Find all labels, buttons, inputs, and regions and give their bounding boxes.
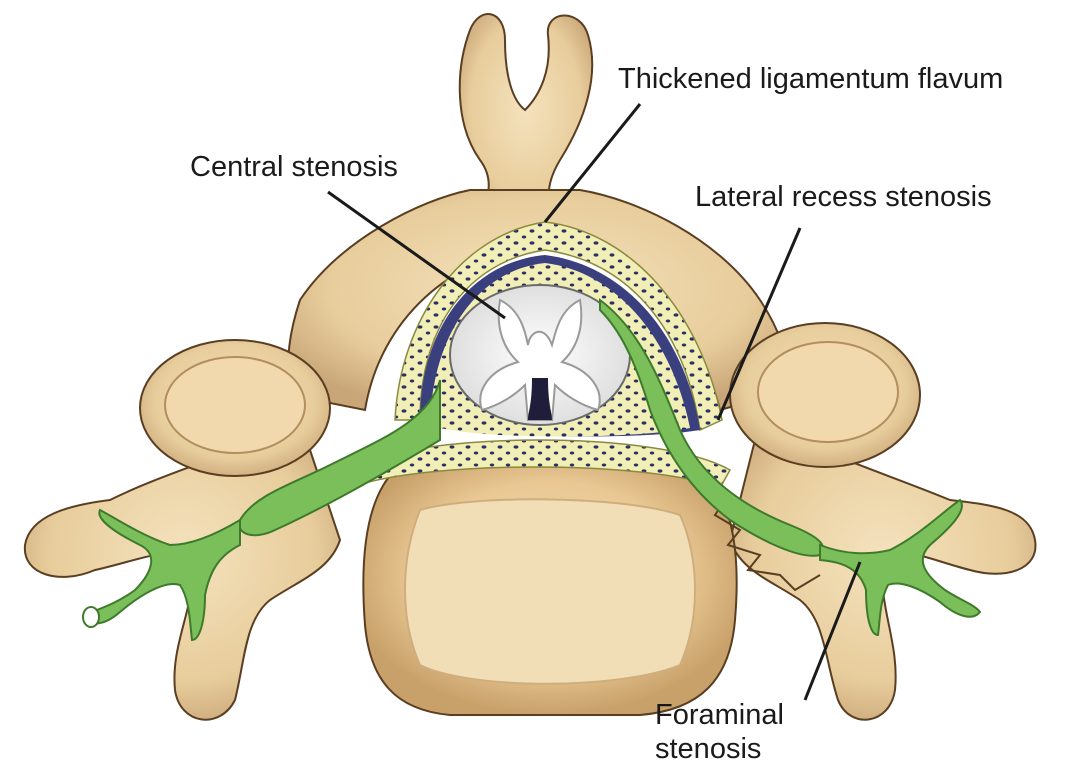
label-thickened-ligamentum-flavum: Thickened ligamentum flavum [618, 63, 1004, 95]
left-facet-surface [164, 356, 306, 454]
leader-line-lateral-recess [716, 227, 802, 421]
left-nerve-cut-end [82, 606, 100, 628]
right-spinal-nerve [819, 498, 982, 637]
spinous-process [458, 13, 594, 226]
central-canal [528, 378, 552, 420]
leader-line-central-stenosis [327, 190, 506, 320]
label-lateral-recess-stenosis: Lateral recess stenosis [695, 181, 992, 213]
leader-line-ligamentum-flavum [543, 103, 642, 223]
ligamentum-flavum [394, 221, 723, 432]
leader-line-foraminal [803, 561, 862, 701]
label-central-stenosis: Central stenosis [190, 151, 398, 183]
right-facet-surface [757, 341, 899, 443]
grey-matter [479, 298, 601, 421]
label-foraminal-stenosis-line2: stenosis [655, 733, 762, 765]
vertebral-body-endplate [404, 498, 696, 685]
posterior-disc-band [338, 439, 732, 489]
label-foraminal-stenosis-line1: Foraminal [655, 699, 784, 731]
